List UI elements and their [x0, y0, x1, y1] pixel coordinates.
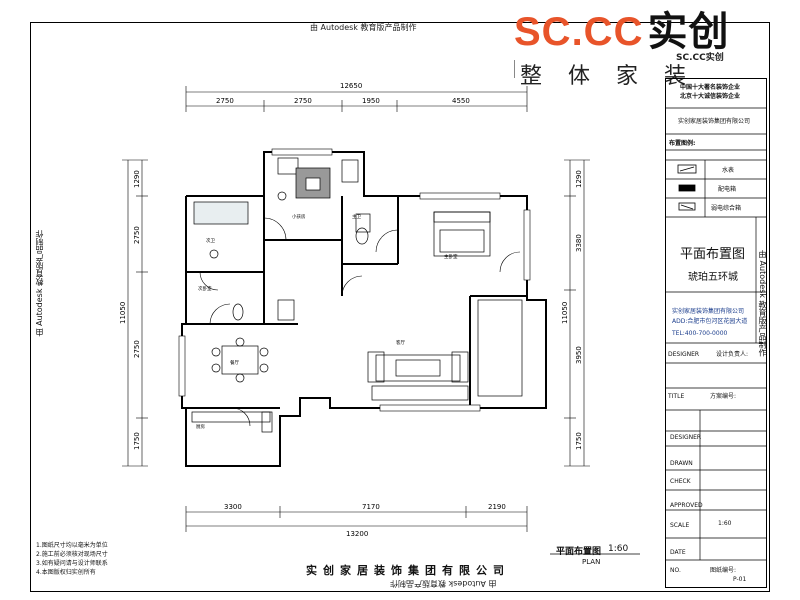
tb-row-2: TITLE — [668, 393, 685, 400]
legend-title: 布置图例: — [669, 140, 696, 147]
tb-row-10: NO. — [670, 567, 681, 574]
project-name: 琥珀五环城 — [688, 272, 738, 283]
dim-right-3: 1750 — [575, 432, 583, 450]
tb-row-5: DRAWN — [670, 460, 693, 467]
room-master-bedroom: 主卧室 — [444, 253, 458, 260]
drawing-border — [30, 22, 770, 592]
legend-label-weak: 弱电综合箱 — [711, 205, 742, 212]
furniture — [191, 157, 523, 433]
tb-row-3: 方案编号: — [710, 393, 737, 400]
note-3: 4.本图版权归实创所有 — [36, 569, 96, 576]
dim-top-1: 2750 — [294, 97, 312, 105]
room-dining: 餐厅 — [230, 359, 239, 366]
dim-bottom-1: 7170 — [362, 503, 380, 511]
legend-label-power: 配电箱 — [718, 186, 737, 193]
doors — [199, 217, 521, 427]
room-living: 客厅 — [396, 339, 405, 346]
dim-bottom-2: 2190 — [488, 503, 506, 511]
dim-right-1: 3380 — [575, 234, 583, 252]
dimension-texts: 12650 2750 2750 1950 4550 3300 7170 2190… — [119, 82, 583, 538]
note-0: 1.图纸尺寸均以毫米为单位 — [36, 542, 108, 549]
dim-left-2: 2750 — [133, 340, 141, 358]
tb-row-8: SCALE — [670, 522, 690, 529]
dim-left-0: 1290 — [133, 170, 141, 188]
dim-top-0: 2750 — [216, 97, 234, 105]
plan-label: 平面布置图 — [556, 547, 602, 557]
tb-row-9: DATE — [670, 549, 686, 556]
tb-company-small: 实创家居装饰集团有限公司 — [672, 308, 745, 315]
plan-en: PLAN — [582, 558, 601, 566]
dimension-lines — [122, 86, 590, 532]
brand-slogan: 整体家装 — [520, 64, 713, 89]
sheet-number: P-01 — [733, 576, 747, 583]
dim-left-total: 11050 — [119, 302, 127, 324]
tb-row-7: APPROVED — [670, 502, 703, 509]
plan-scale: 1:60 — [608, 544, 629, 554]
walls — [181, 151, 547, 467]
dim-right-total: 11050 — [561, 302, 569, 324]
watermark-top: 由 Autodesk 教育版产品制作 — [310, 23, 417, 32]
note-2: 3.如有疑问请与设计师联系 — [36, 560, 108, 567]
slogan-divider — [514, 60, 515, 78]
windows — [178, 148, 531, 412]
room-bedroom2: 次卧室 — [198, 285, 212, 292]
tb-row-11: 图纸编号: — [710, 567, 737, 574]
dim-top-total: 12650 — [340, 82, 362, 90]
room-study: 小孩房 — [292, 213, 306, 220]
tb-tel: TEL:400-700-0000 — [672, 330, 728, 337]
tb-row-1: 设计负责人: — [716, 351, 749, 358]
tb-address: ADD:合肥市包河区花园大道 — [672, 318, 748, 325]
dim-bottom-0: 3300 — [224, 503, 242, 511]
drawing-title: 平面布置图 — [680, 247, 746, 262]
dim-bottom-total: 13200 — [346, 530, 368, 538]
dim-top-3: 4550 — [452, 97, 470, 105]
tb-row-4: DESIGNER — [670, 434, 702, 441]
footer-company: 实创家居装饰集团有限公司 — [306, 564, 510, 577]
dim-right-2: 3950 — [575, 346, 583, 364]
watermark-right: 由 Autodesk 教育版产品制作 — [758, 250, 767, 357]
tb-row-0: DESIGNER — [668, 351, 700, 358]
legend-symbols — [677, 164, 697, 211]
rank-line-2: 北京十大诚信装饰企业 — [680, 93, 741, 100]
tb-scale: 1:60 — [718, 520, 732, 527]
room-secondary-bath: 次卫 — [206, 237, 215, 244]
rank-line-1: 中国十大著名装饰企业 — [680, 84, 741, 91]
legend-label-water: 水表 — [722, 167, 735, 174]
room-master-bath: 主卫 — [352, 213, 361, 220]
room-labels: 小孩房 次卫 次卧室 主卫 主卧室 餐厅 客厅 厨房 — [196, 213, 458, 430]
dim-left-3: 1750 — [133, 432, 141, 450]
title-block — [665, 78, 767, 588]
dim-right-0: 1290 — [575, 170, 583, 188]
dim-top-2: 1950 — [362, 97, 380, 105]
brand-logo-latin: SC.CC — [514, 10, 644, 54]
dim-left-1: 2750 — [133, 226, 141, 244]
room-kitchen: 厨房 — [196, 423, 205, 430]
brand-logo-cn: 实创 — [647, 10, 730, 54]
note-1: 2.施工前必须核对现场尺寸 — [36, 551, 108, 558]
title-block-lines — [665, 107, 767, 561]
tb-company: 实创家居装饰集团有限公司 — [678, 118, 751, 125]
tb-row-6: CHECK — [670, 478, 691, 485]
small-logo: SC.CC实创 — [676, 53, 724, 63]
